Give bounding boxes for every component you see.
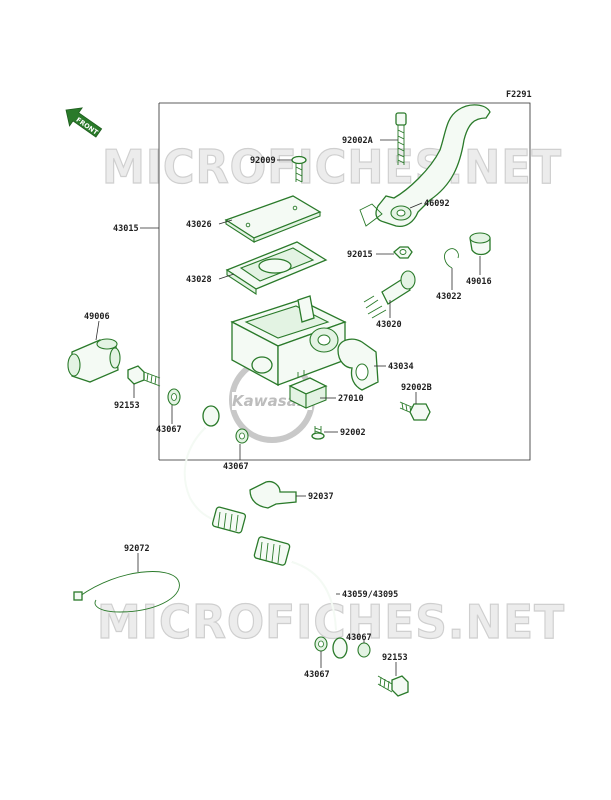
washer-43067-right (357, 642, 371, 658)
label-43020: 43020 (376, 320, 402, 330)
label-92015: 92015 (347, 250, 373, 260)
label-43067-lower: 43067 (304, 670, 330, 680)
leader-lines (95, 139, 481, 676)
label-92002b: 92002B (401, 383, 432, 393)
label-92002: 92002 (340, 428, 366, 438)
tee-fitting-49006 (67, 338, 121, 383)
label-43028: 43028 (186, 275, 212, 285)
label-43067-right: 43067 (346, 633, 372, 643)
screw-92002 (311, 426, 325, 440)
figure-code: F2291 (506, 90, 532, 100)
front-arrow-icon (65, 107, 103, 138)
clamp-92037 (249, 480, 297, 509)
label-49006: 49006 (84, 312, 110, 322)
label-43034: 43034 (388, 362, 414, 372)
clamp-43034 (337, 338, 379, 391)
label-92002a: 92002A (342, 136, 373, 146)
switch-27010 (288, 370, 328, 409)
banjo-bolt-92153-upper (127, 365, 161, 387)
boot-49016 (469, 232, 491, 256)
watermark-top: MICROFICHES.NET (102, 140, 562, 194)
lever-46092 (359, 104, 491, 228)
label-43026: 43026 (186, 220, 212, 230)
label-92153-upper: 92153 (114, 401, 140, 411)
label-43067-left: 43067 (156, 425, 182, 435)
bolt-92002a (395, 112, 407, 165)
assembly-frame (159, 102, 531, 461)
brake-hose-43059 (183, 405, 348, 659)
label-92072: 92072 (124, 544, 150, 554)
label-43059-43095: 43059/43095 (342, 590, 398, 600)
washer-43067-mid-hole (239, 432, 245, 440)
cable-tie-92072 (73, 571, 180, 613)
label-49016: 49016 (466, 277, 492, 287)
cap-43026 (224, 195, 322, 244)
label-43022: 43022 (436, 292, 462, 302)
label-92037: 92037 (308, 492, 334, 502)
diaphragm-43028 (225, 241, 328, 296)
part-labels: 92002A 92009 43015 43026 46092 92015 430… (84, 136, 492, 680)
washer-43067-left-hole (171, 393, 177, 401)
bolt-92002b (399, 401, 431, 421)
label-46092: 46092 (424, 199, 450, 209)
piston-43020 (363, 270, 416, 319)
watermark-group: MICROFICHES.NET MICROFICHES.NET (96, 139, 565, 649)
label-92153-lower: 92153 (382, 653, 408, 663)
banjo-bolt-92153-lower (377, 675, 409, 697)
circlip-43022 (444, 248, 459, 269)
nut-92015 (393, 246, 413, 259)
label-43015: 43015 (113, 224, 139, 234)
washer-43067-lower-hole (318, 640, 324, 648)
watermark-bottom: MICROFICHES.NET (97, 595, 565, 649)
label-27010: 27010 (338, 394, 364, 404)
master-cylinder-body (230, 295, 347, 387)
label-92009: 92009 (250, 156, 276, 166)
label-43067-mid: 43067 (223, 462, 249, 472)
front-arrow: FRONT (65, 107, 103, 138)
